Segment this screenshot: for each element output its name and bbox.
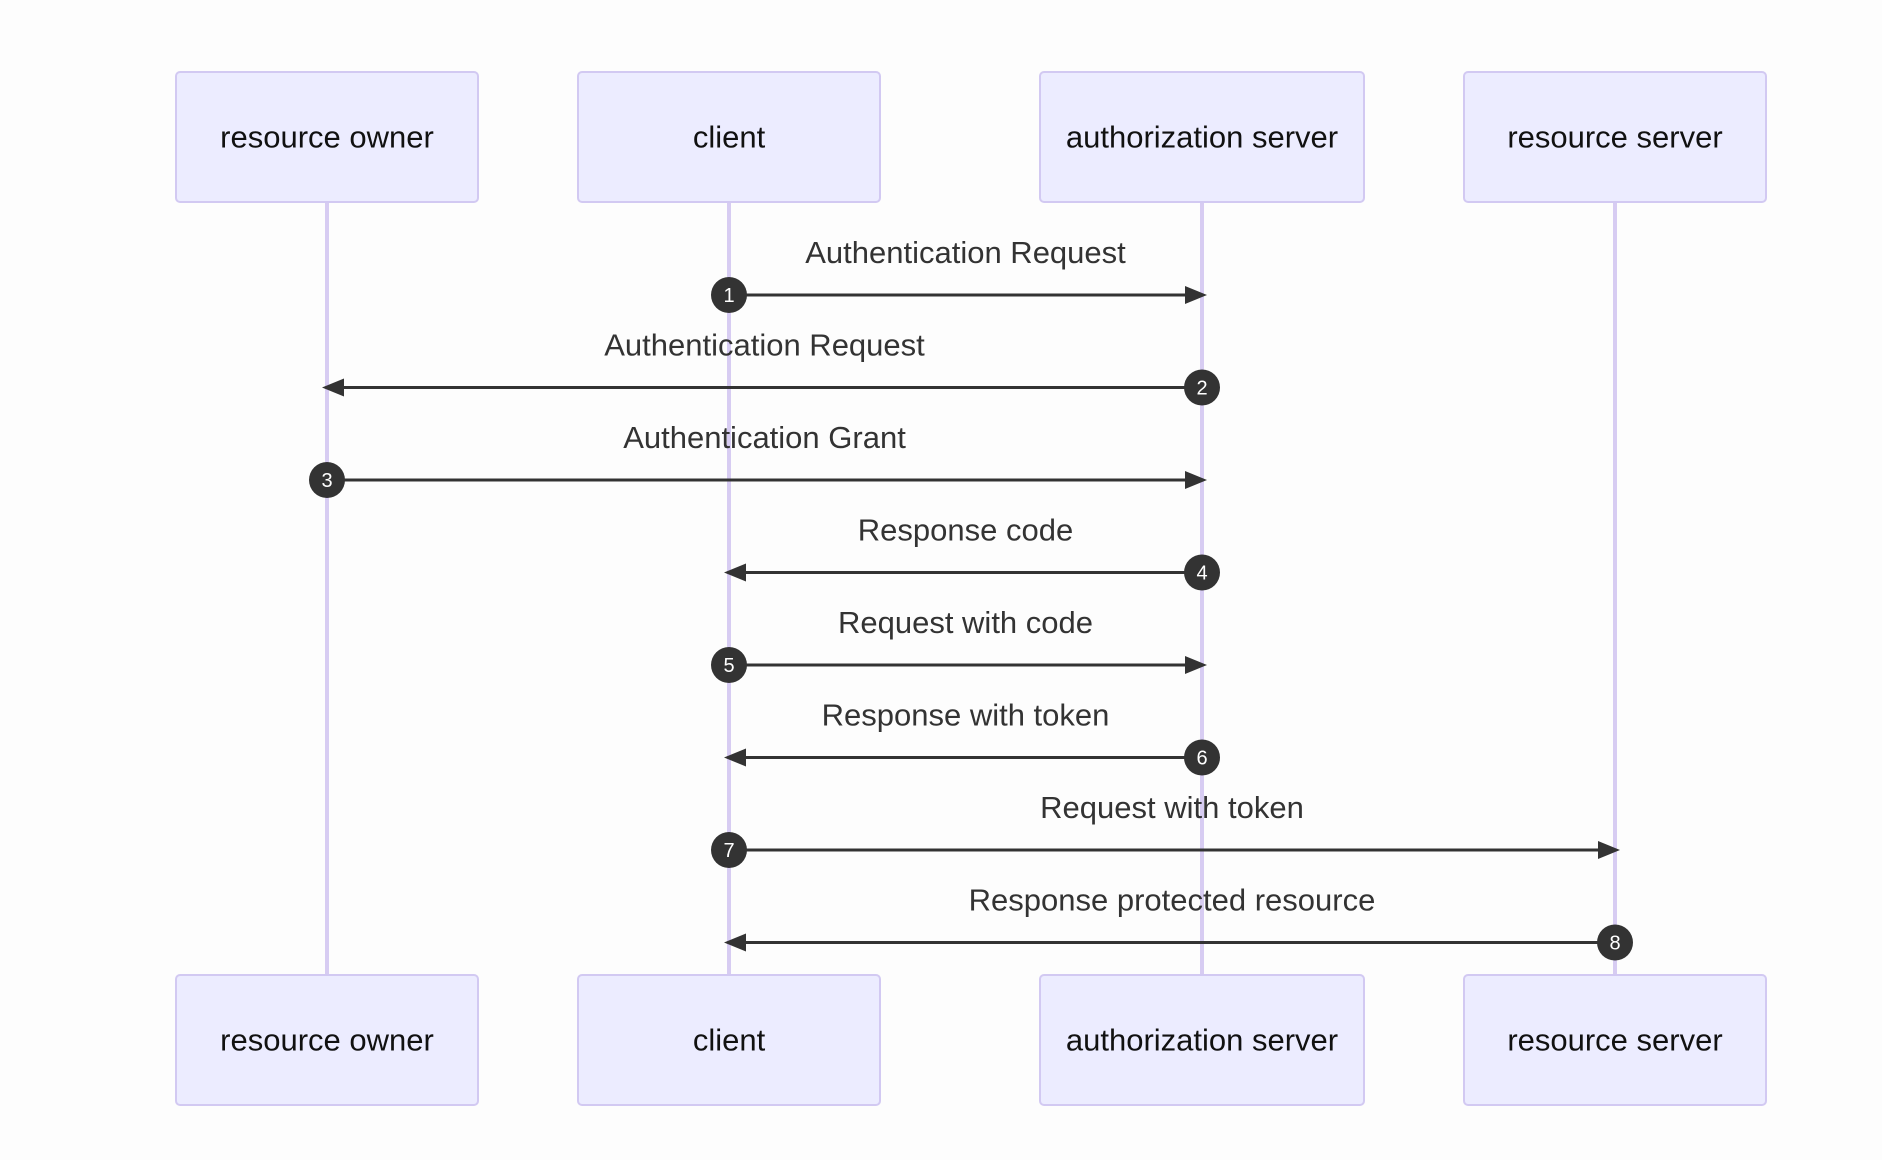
sequence-circle-icon: [711, 832, 747, 868]
message-1: Authentication Request 1: [711, 235, 1207, 313]
message-2: Authentication Request 2: [322, 328, 1220, 406]
sequence-number-marker: 1: [711, 277, 747, 313]
sequence-number: 2: [1196, 378, 1207, 400]
sequence-number: 3: [321, 470, 332, 492]
sequence-number: 6: [1196, 748, 1207, 770]
sequence-circle-icon: [309, 462, 345, 498]
actor-client-top: client: [577, 71, 881, 203]
message-label: Authentication Grant: [623, 420, 906, 455]
sequence-number-marker: 7: [711, 832, 747, 868]
message-label: Response with token: [822, 698, 1110, 733]
sequence-number-marker: 4: [1184, 554, 1220, 591]
message-label: Response protected resource: [969, 883, 1376, 918]
actor-box: [577, 71, 881, 203]
sequence-circle-icon: [1184, 554, 1220, 591]
message-label: Request with token: [1040, 790, 1304, 825]
arrowhead-icon: [1185, 656, 1207, 674]
sequence-number: 7: [723, 840, 734, 862]
arrowhead-icon: [724, 748, 746, 767]
message-3: Authentication Grant 3: [309, 420, 1207, 498]
sequence-number-marker: 8: [1597, 924, 1633, 961]
sequence-number: 4: [1196, 563, 1207, 585]
actor-box: [1039, 974, 1365, 1106]
arrowhead-icon: [724, 563, 746, 582]
sequence-circle-icon: [1597, 924, 1633, 961]
actor-label: resource server: [1507, 120, 1722, 155]
actor-label: client: [693, 120, 766, 155]
actors: resource owner resource owner client client…: [175, 71, 1767, 1106]
arrowhead-icon: [322, 378, 344, 397]
actor-box: [1463, 974, 1767, 1106]
sequence-number-marker: 2: [1184, 369, 1220, 406]
sequence-number: 1: [723, 285, 734, 307]
actor-box: [1039, 71, 1365, 203]
actor-box: [1463, 71, 1767, 203]
arrowhead-icon: [724, 933, 746, 952]
sequence-circle-icon: [711, 647, 747, 683]
sequence-number: 8: [1609, 933, 1620, 955]
actor-box: [175, 71, 479, 203]
message-6: Response with token 6: [724, 698, 1220, 776]
lifelines: [325, 202, 1617, 975]
arrowhead-icon: [1185, 286, 1207, 304]
message-label: Authentication Request: [604, 328, 925, 363]
actor-client-bottom: client: [577, 974, 881, 1106]
sequence-circle-icon: [1184, 739, 1220, 776]
actor-label: authorization server: [1066, 120, 1338, 155]
sequence-number-marker: 5: [711, 647, 747, 683]
message-label: Authentication Request: [805, 235, 1126, 270]
actor-box: [175, 974, 479, 1106]
sequence-circle-icon: [1184, 369, 1220, 406]
sequence-number-marker: 3: [309, 462, 345, 498]
actor-label: resource owner: [220, 1023, 434, 1058]
arrowhead-icon: [1185, 471, 1207, 489]
actor-resource-owner-top: resource owner: [175, 71, 479, 203]
arrowhead-icon: [1598, 841, 1620, 859]
message-7: Request with token 7: [711, 790, 1620, 868]
sequence-number: 5: [723, 655, 734, 677]
message-label: Request with code: [838, 605, 1093, 640]
message-label: Response code: [858, 513, 1073, 548]
actor-resource-server-bottom: resource server: [1463, 974, 1767, 1106]
message-4: Response code 4: [724, 513, 1220, 591]
actor-label: client: [693, 1023, 766, 1058]
actor-authorization-server-top: authorization server: [1039, 71, 1365, 203]
actor-resource-server-top: resource server: [1463, 71, 1767, 203]
actor-resource-owner-bottom: resource owner: [175, 974, 479, 1106]
actor-label: resource server: [1507, 1023, 1722, 1058]
message-8: Response protected resource 8: [724, 883, 1633, 961]
actor-authorization-server-bottom: authorization server: [1039, 974, 1365, 1106]
actor-label: resource owner: [220, 120, 434, 155]
actor-box: [577, 974, 881, 1106]
sequence-number-marker: 6: [1184, 739, 1220, 776]
actor-label: authorization server: [1066, 1023, 1338, 1058]
message-5: Request with code 5: [711, 605, 1207, 683]
sequence-circle-icon: [711, 277, 747, 313]
